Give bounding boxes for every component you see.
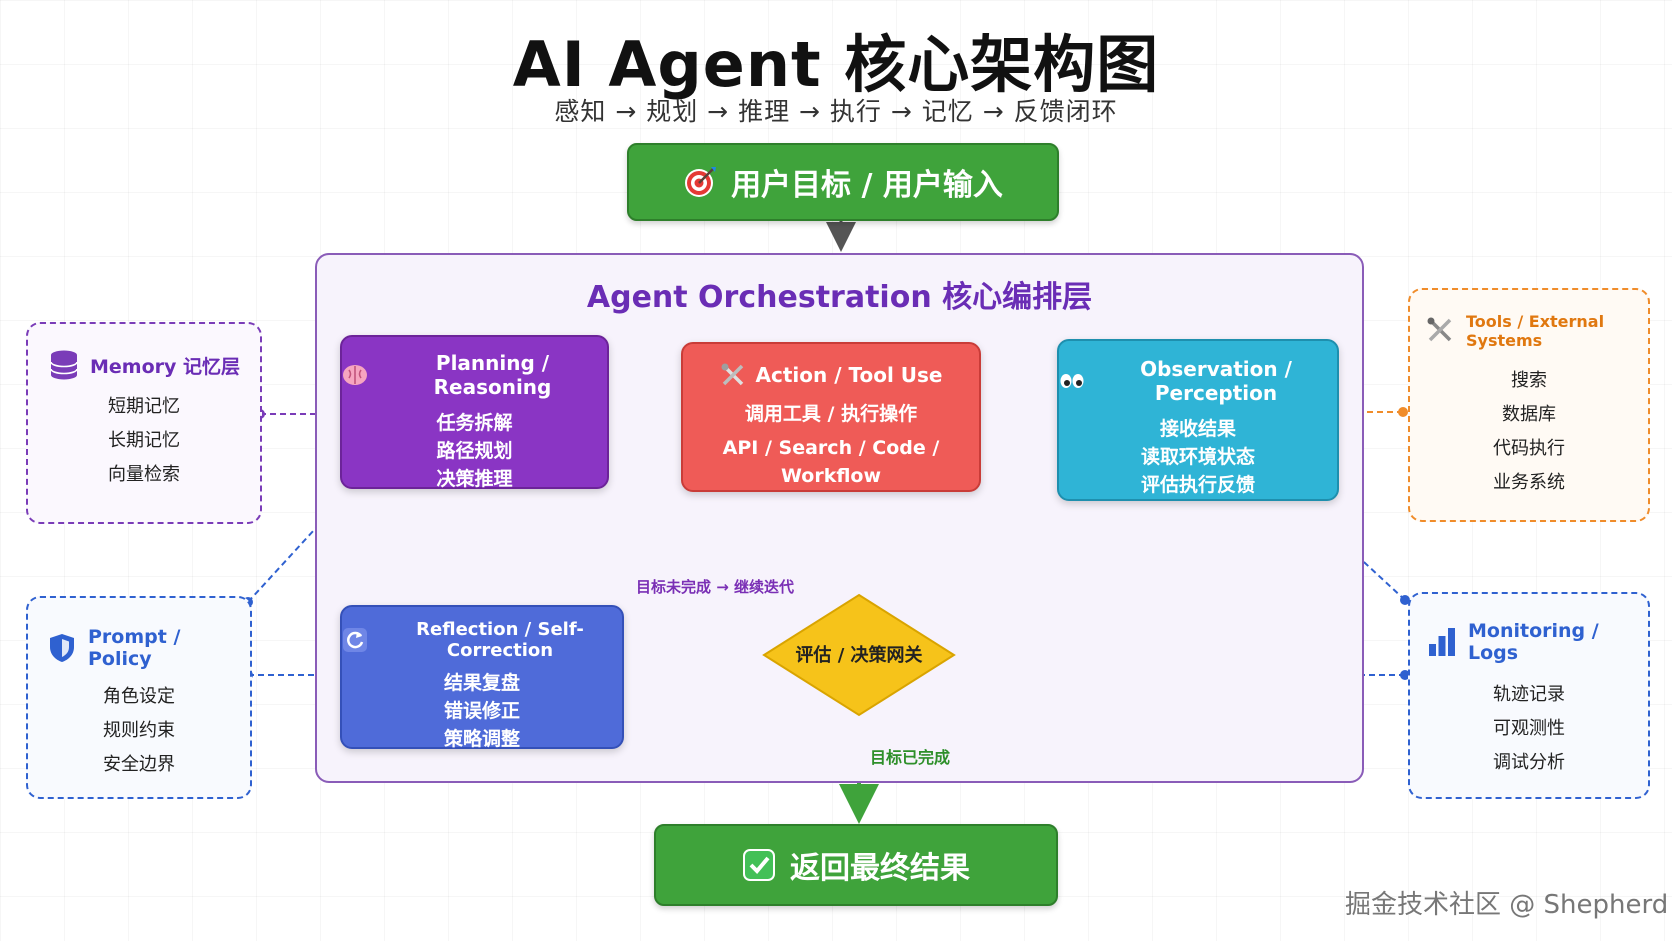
database-icon [50,350,78,380]
memory-item: 向量检索 [108,464,180,485]
reflection-title: Reflection / Self-Correction [416,619,584,661]
final-result-label: 返回最终结果 [790,851,970,886]
user-input-box: 用户目标 / 用户输入 [627,143,1059,221]
orchestration-title: Agent Orchestration 核心编排层 [586,280,1093,315]
observation-line: 评估执行反馈 [1140,474,1255,496]
planning-node: Planning / Reasoning 任务拆解 路径规划 决策推理 [340,335,609,490]
page-title: AI Agent 核心架构图 [512,28,1160,101]
observation-title: Observation / Perception [1140,357,1292,405]
prompt-policy-item: 规则约束 [103,720,175,741]
prompt-policy-panel: Prompt / Policy 角色设定 规则约束 安全边界 [26,596,252,799]
shield-icon [48,633,76,663]
action-node: Action / Tool Use 调用工具 / 执行操作 API / Sear… [681,342,981,492]
monitoring-item: 调试分析 [1493,752,1565,773]
prompt-policy-title: Prompt / Policy [88,626,181,670]
brain-icon [342,362,368,388]
reflection-node: Reflection / Self-Correction 结果复盘 错误修正 策… [340,605,624,750]
decision-gate-label: 评估 / 决策网关 [795,645,923,666]
memory-item: 长期记忆 [108,430,180,451]
bar-chart-icon [1428,627,1456,657]
prompt-policy-item: 角色设定 [103,686,175,707]
action-title: Action / Tool Use [755,363,943,387]
monitoring-panel: Monitoring / Logs 轨迹记录 可观测性 调试分析 [1408,592,1650,799]
monitoring-item: 轨迹记录 [1493,684,1565,705]
monitoring-connector-dot [1400,670,1410,680]
tools-title: Tools / External Systems [1466,312,1605,350]
user-input-label: 用户目标 / 用户输入 [731,168,1003,203]
prompt-policy-item: 安全边界 [103,754,175,775]
watermark: 掘金技术社区 @ Shepherd [1345,890,1669,920]
memory-panel: Memory 记忆层 短期记忆 长期记忆 向量检索 [26,322,262,524]
planning-line: 决策推理 [436,468,513,490]
done-label: 目标已完成 [870,748,951,767]
observation-node: Observation / Perception 接收结果 读取环境状态 评估执… [1057,339,1339,501]
tools-icon [1426,316,1454,346]
monitoring-title: Monitoring / Logs [1468,620,1599,664]
memory-title: Memory 记忆层 [90,355,241,378]
action-line: API / Search / Code / Workflow [722,437,940,487]
target-icon [683,165,717,199]
decision-gate [762,593,956,717]
monitoring-item: 可观测性 [1493,718,1565,739]
observation-line: 读取环境状态 [1140,446,1255,468]
loop-label: 目标未完成 → 继续迭代 [636,578,795,596]
memory-item: 短期记忆 [108,396,180,417]
check-icon [742,848,776,882]
refresh-icon [342,627,368,653]
tools-icon [720,362,746,388]
tools-panel: Tools / External Systems 搜索 数据库 代码执行 业务系… [1408,288,1650,522]
tools-item: 搜索 [1511,370,1547,391]
reflection-line: 结果复盘 [443,672,520,694]
reflection-line: 错误修正 [443,700,520,722]
monitoring-connector-dot-top [1400,595,1410,605]
final-result-box: 返回最终结果 [654,824,1058,906]
planning-line: 路径规划 [436,440,513,462]
page-subtitle: 感知 → 规划 → 推理 → 执行 → 记忆 → 反馈闭环 [554,97,1118,126]
tools-item: 业务系统 [1493,472,1565,493]
reflection-line: 策略调整 [443,728,520,750]
tools-item: 数据库 [1502,404,1556,425]
planning-title: Planning / Reasoning [433,351,552,399]
tools-connector-dot [1398,407,1408,417]
observation-line: 接收结果 [1159,418,1236,440]
action-line: 调用工具 / 执行操作 [744,403,918,425]
eyes-icon [1059,368,1085,394]
tools-item: 代码执行 [1493,438,1565,459]
planning-line: 任务拆解 [436,412,513,434]
